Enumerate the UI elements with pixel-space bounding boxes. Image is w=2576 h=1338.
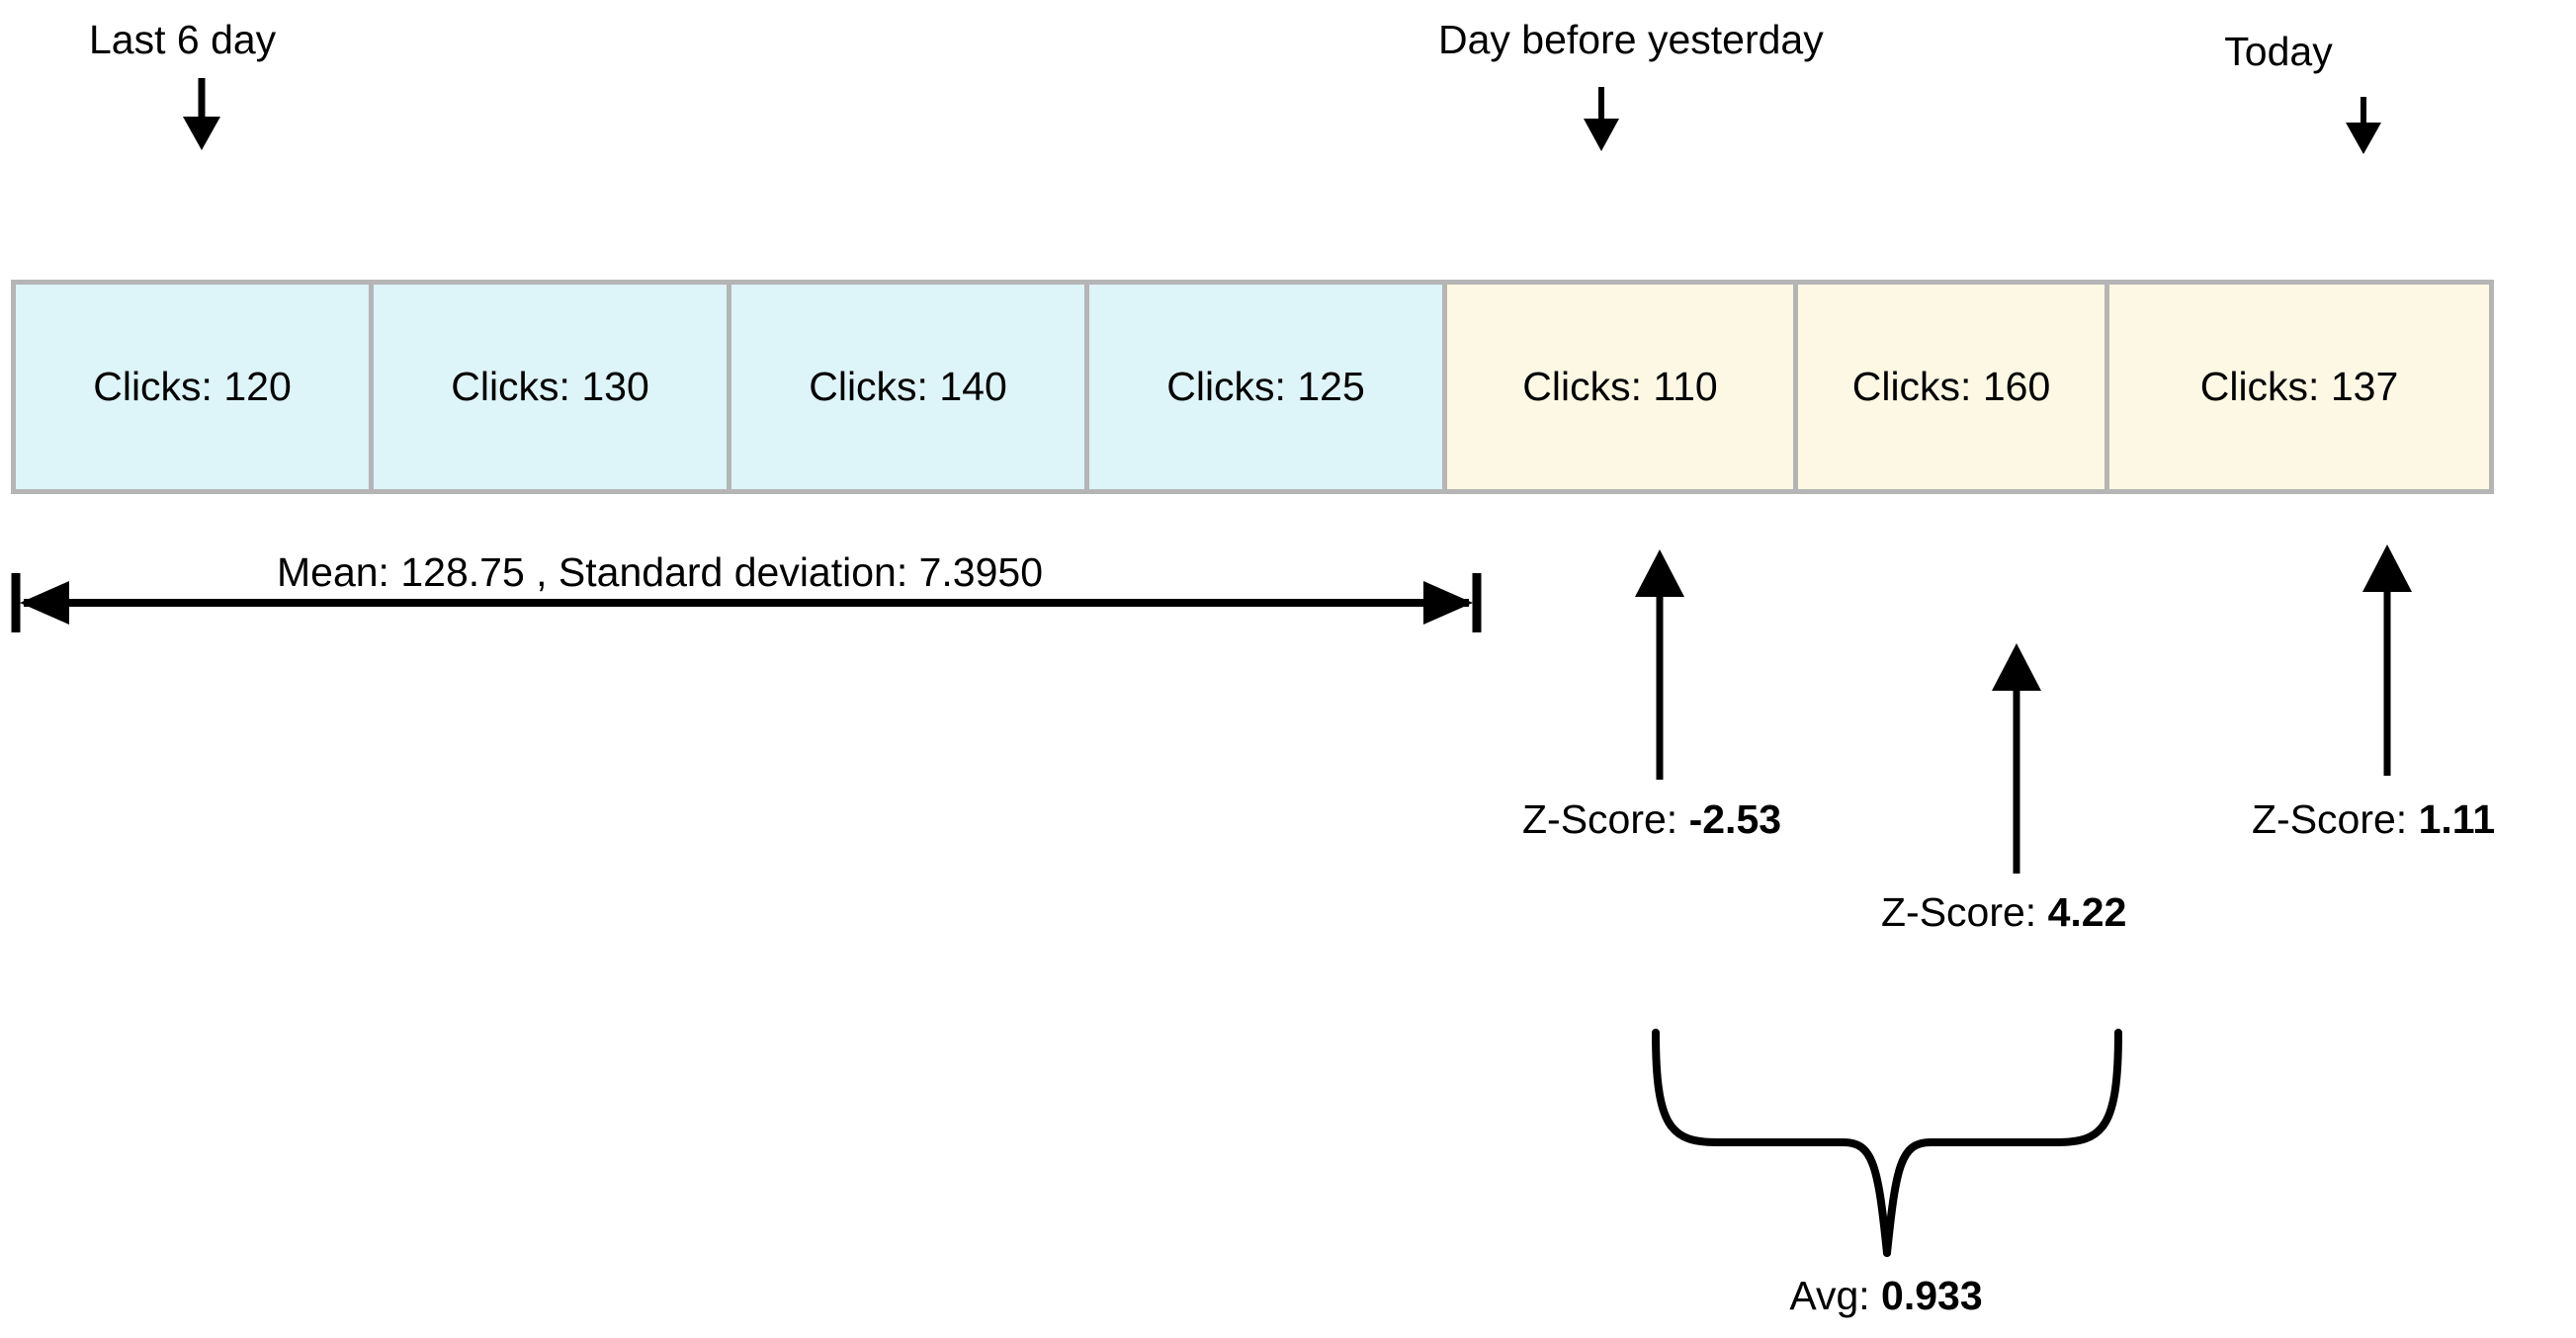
average-prefix: Avg:: [1789, 1273, 1882, 1318]
average-value: 0.933: [1881, 1273, 1983, 1318]
timeline-cell-1: Clicks: 120: [16, 285, 369, 489]
cell-label: Clicks: 130: [451, 364, 649, 409]
arrow-up-zscore-3: [2362, 544, 2412, 776]
timeline-cell-2: Clicks: 130: [374, 285, 727, 489]
clicks-timeline: Clicks: 120 Clicks: 130 Clicks: 140 Clic…: [11, 280, 2494, 494]
arrow-down-last-6-day: [183, 78, 220, 150]
zscore-value: 1.11: [2418, 796, 2496, 842]
zscore-label-1: Z-Score: -2.53: [1522, 796, 1781, 843]
zscore-prefix: Z-Score:: [1881, 889, 2048, 935]
cell-label: Clicks: 110: [1522, 364, 1718, 409]
label-day-before-yesterday: Day before yesterday: [1438, 17, 1824, 62]
zscore-label-3: Z-Score: 1.11: [2252, 796, 2495, 843]
timeline-cell-3: Clicks: 140: [731, 285, 1084, 489]
zscore-prefix: Z-Score:: [1522, 796, 1689, 842]
arrow-down-day-before-yesterday: [1584, 87, 1619, 151]
cell-label: Clicks: 140: [809, 364, 1007, 409]
timeline-cell-5: Clicks: 110: [1447, 285, 1793, 489]
timeline-cell-4: Clicks: 125: [1089, 285, 1442, 489]
arrow-down-today: [2346, 97, 2381, 154]
zscore-value: -2.53: [1688, 796, 1782, 842]
label-today: Today: [2224, 29, 2333, 74]
arrow-up-zscore-1: [1635, 549, 1684, 780]
timeline-cell-7: Clicks: 137: [2109, 285, 2489, 489]
label-last-6-day: Last 6 day: [89, 17, 277, 62]
mean-std-label: Mean: 128.75 , Standard deviation: 7.395…: [277, 549, 1044, 595]
cell-label: Clicks: 137: [2199, 364, 2399, 409]
cell-label: Clicks: 160: [1851, 364, 2051, 409]
average-brace: [1652, 1029, 2122, 1257]
zscore-label-2: Z-Score: 4.22: [1881, 889, 2126, 936]
average-label: Avg: 0.933: [1789, 1273, 1982, 1319]
arrow-up-zscore-2: [1992, 643, 2041, 874]
cell-label: Clicks: 120: [93, 364, 292, 409]
cell-label: Clicks: 125: [1166, 364, 1365, 409]
zscore-prefix: Z-Score:: [2252, 796, 2419, 842]
timeline-cell-6: Clicks: 160: [1798, 285, 2104, 489]
zscore-value: 4.22: [2047, 889, 2127, 935]
